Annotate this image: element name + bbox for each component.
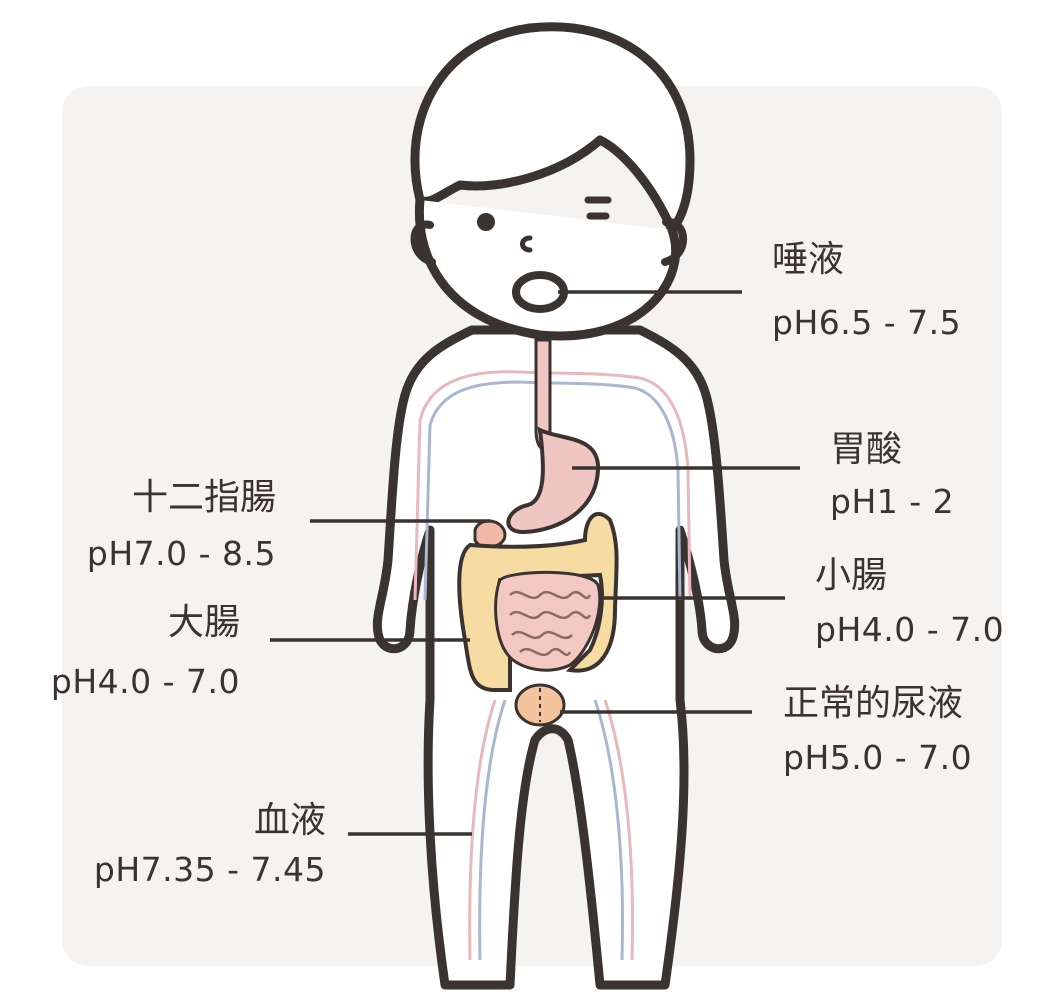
label-urine-ph: pH5.0 - 7.0: [783, 741, 972, 774]
label-duodenum-name: 十二指腸: [132, 480, 276, 516]
right-eye: [588, 200, 608, 216]
mouth: [516, 275, 564, 309]
label-large-name: 大腸: [168, 605, 240, 641]
label-stomach-ph: pH1 - 2: [830, 485, 954, 518]
left-eye: [477, 213, 495, 231]
label-saliva-ph: pH6.5 - 7.5: [772, 306, 961, 339]
face: [419, 200, 675, 336]
label-blood-ph: pH7.35 - 7.45: [94, 853, 326, 886]
label-small-ph: pH4.0 - 7.0: [815, 613, 1004, 646]
label-small-name: 小腸: [815, 558, 887, 594]
duodenum-organ: [475, 521, 505, 547]
label-stomach-name: 胃酸: [830, 432, 902, 468]
label-large-ph: pH4.0 - 7.0: [51, 665, 240, 698]
hair: [415, 27, 690, 230]
label-saliva-name: 唾液: [772, 242, 844, 278]
label-duodenum-ph: pH7.0 - 8.5: [87, 537, 276, 570]
label-blood-name: 血液: [254, 803, 326, 839]
label-urine-name: 正常的尿液: [783, 686, 963, 722]
